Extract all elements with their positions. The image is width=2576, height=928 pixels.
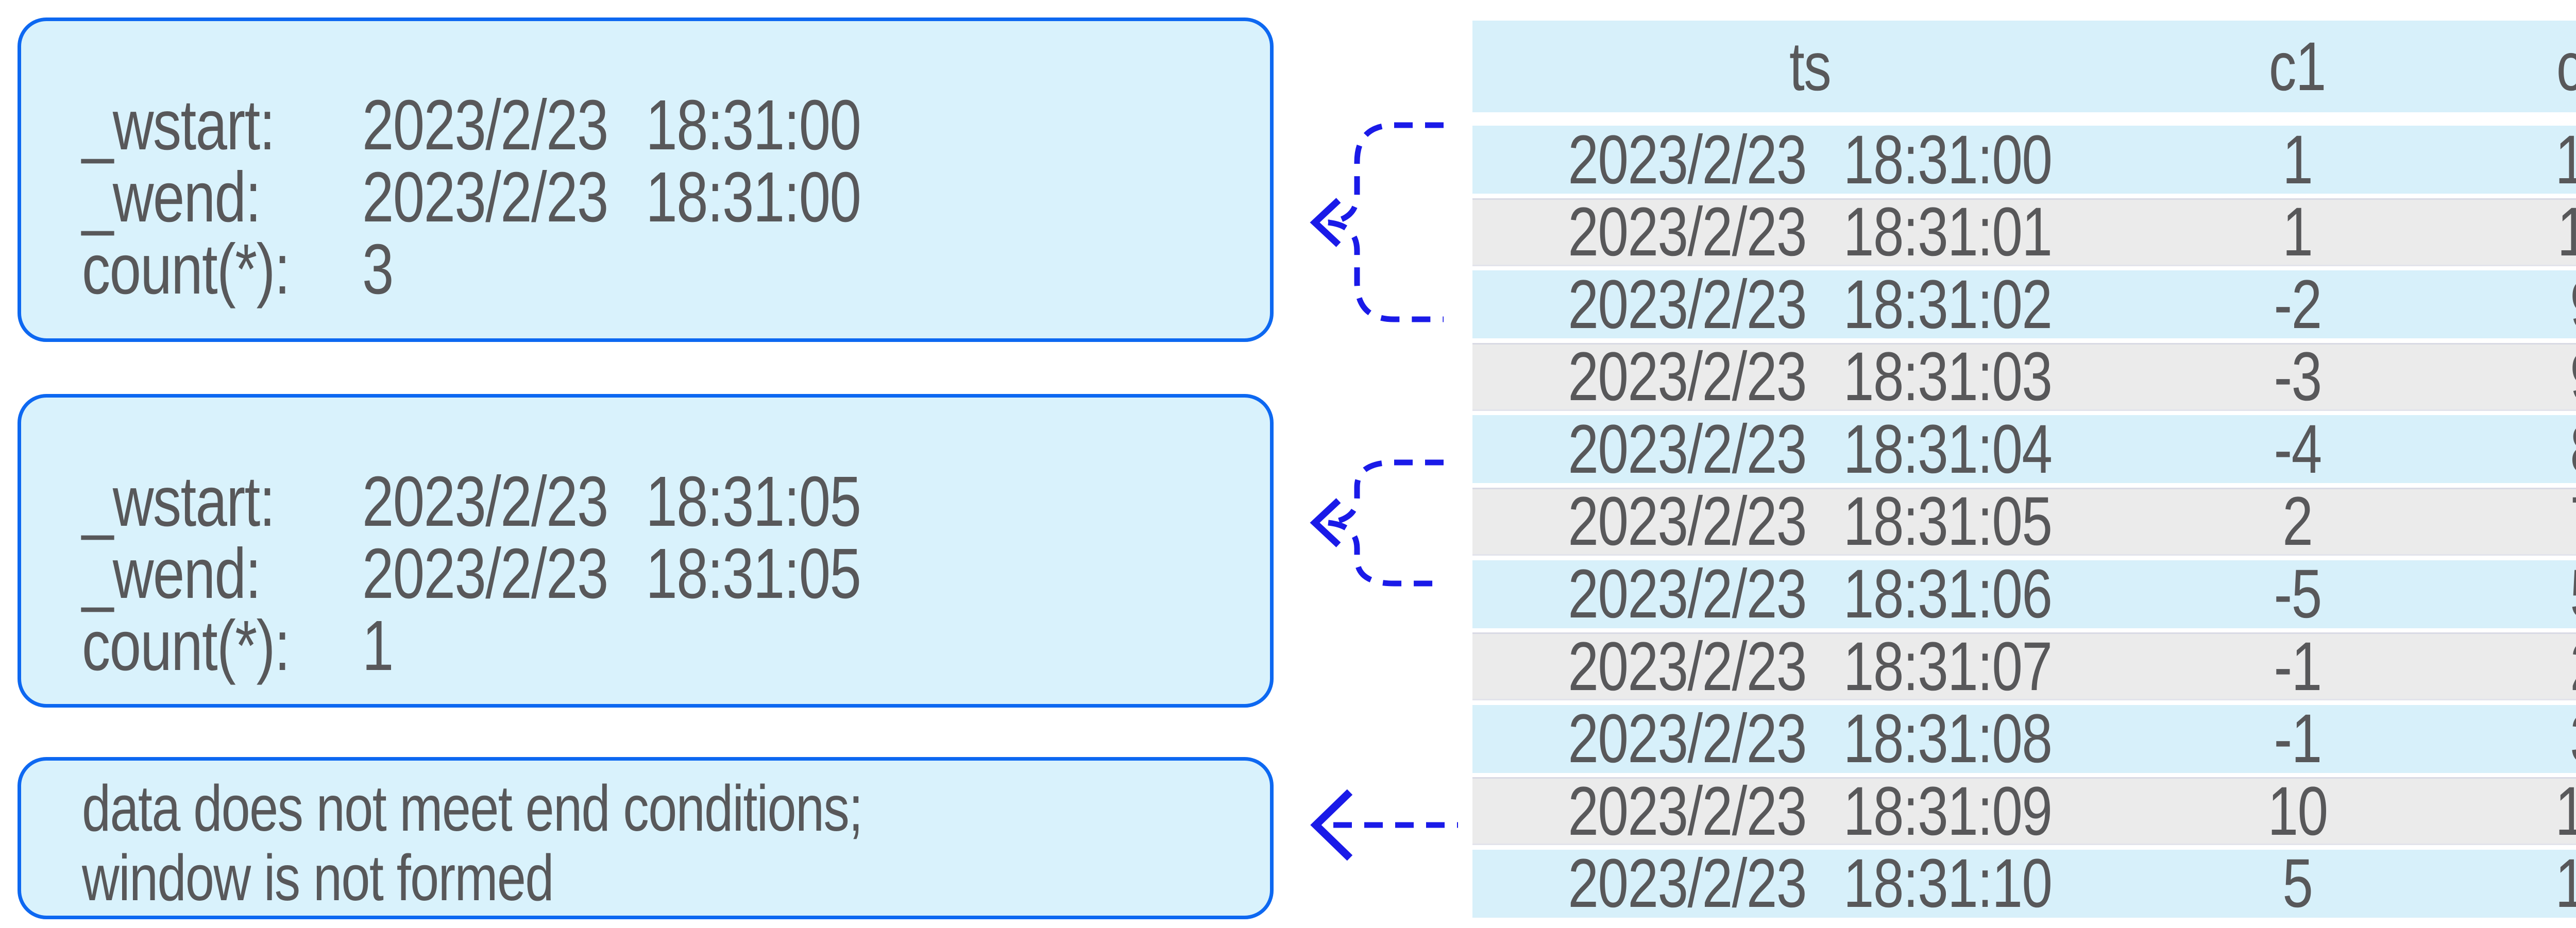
wstart-time: 18:31:05: [646, 461, 861, 541]
c1-cell: 1: [2282, 194, 2313, 271]
count-label: count(*):: [82, 229, 290, 309]
wstart-label: _wstart:: [82, 461, 275, 541]
c2-cell: 8: [2447, 411, 2576, 488]
c1-cell: -1: [2274, 700, 2322, 778]
arrow-left-icon: [1310, 789, 1353, 861]
c2-cell: 3: [2447, 700, 2576, 777]
wstart-date: 2023/2/23: [362, 461, 608, 541]
c2-cell: 5: [2447, 556, 2576, 632]
c2-cell: 9: [2447, 266, 2576, 343]
wend-time: 18:31:00: [646, 157, 861, 237]
column-header-ts: ts: [1789, 28, 1832, 105]
c1-cell: -1: [2274, 628, 2322, 705]
window-1-result-box: _wstart: 2023/2/23 18:31:00 _wend: 2023/…: [18, 18, 1274, 342]
note-line-2: window is not formed: [82, 841, 554, 914]
column-header-c1: c1: [2269, 28, 2327, 105]
count-line: count(*): 1: [21, 606, 1270, 685]
c1-cell: 1: [2282, 121, 2313, 198]
c2-cell: 7: [2447, 483, 2576, 560]
wstart-date: 2023/2/23: [362, 85, 608, 165]
c2-cell: 11: [2447, 194, 2576, 270]
c2-cell: 15: [2447, 122, 2576, 198]
c1-cell: 10: [2267, 772, 2328, 850]
count-value: 3: [362, 229, 394, 309]
c1-cell: -3: [2274, 338, 2322, 416]
c1-cell: 2: [2282, 483, 2313, 560]
brace-window-2: [1328, 459, 1444, 587]
column-header-c2: c2: [2447, 21, 2576, 112]
window-2-result-box: _wstart: 2023/2/23 18:31:05 _wend: 2023/…: [18, 394, 1274, 708]
count-value: 1: [362, 606, 394, 685]
c1-cell: -2: [2274, 266, 2322, 343]
c1-cell: -5: [2274, 556, 2322, 633]
wstart-line: _wstart: 2023/2/23 18:31:05: [21, 462, 1270, 541]
count-line: count(*): 3: [21, 230, 1270, 309]
c2-cell: 18: [2447, 845, 2576, 922]
c2-cell: 17: [2447, 773, 2576, 850]
wend-line: _wend: 2023/2/23 18:31:05: [21, 534, 1270, 613]
c1-cell: -4: [2274, 410, 2322, 488]
table-header-row: ts c1 c2: [1472, 21, 2576, 112]
wend-label: _wend:: [82, 534, 261, 613]
wstart-label: _wstart:: [82, 85, 275, 165]
brace-window-1: [1328, 122, 1444, 322]
wend-date: 2023/2/23: [362, 157, 608, 237]
c2-cell: 9: [2447, 338, 2576, 415]
c2-cell: 2: [2447, 628, 2576, 705]
wend-line: _wend: 2023/2/23 18:31:00: [21, 158, 1270, 237]
wend-date: 2023/2/23: [362, 534, 608, 613]
wstart-time: 18:31:00: [646, 85, 861, 165]
count-label: count(*):: [82, 606, 290, 685]
wstart-line: _wstart: 2023/2/23 18:31:00: [21, 85, 1270, 165]
note-line-1: data does not meet end conditions;: [82, 772, 863, 845]
arrow-left-icon: [1310, 198, 1341, 247]
c1-cell: 5: [2282, 845, 2313, 922]
window-not-formed-box: data does not meet end conditions; windo…: [18, 757, 1274, 919]
wend-label: _wend:: [82, 157, 261, 237]
wend-time: 18:31:05: [646, 534, 861, 613]
arrow-left-icon: [1310, 498, 1341, 547]
